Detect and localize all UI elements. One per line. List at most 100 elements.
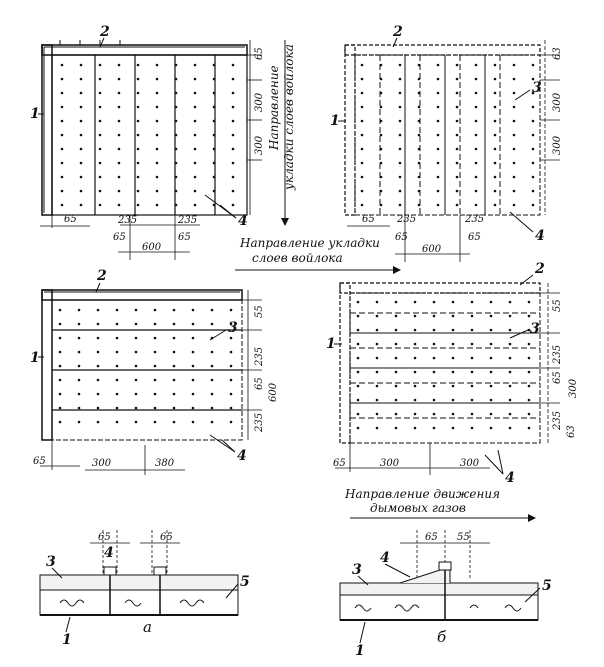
pin-dot bbox=[96, 350, 100, 354]
pin-dot bbox=[117, 105, 121, 109]
pin-dot bbox=[489, 356, 493, 360]
pin-dot bbox=[417, 105, 421, 109]
pin-dot bbox=[451, 398, 455, 402]
pin-dot bbox=[356, 384, 360, 388]
pin-dot bbox=[375, 356, 379, 360]
pin-dot bbox=[512, 77, 516, 81]
pin-dot bbox=[117, 175, 121, 179]
pin-dot bbox=[174, 119, 178, 123]
callout-5: 5 bbox=[542, 578, 552, 594]
pin-dot bbox=[451, 300, 455, 304]
pin-dot bbox=[77, 322, 81, 326]
pin-dot bbox=[455, 161, 459, 165]
pin-dot bbox=[474, 161, 478, 165]
pin-dot bbox=[531, 133, 535, 137]
pin-dot bbox=[60, 105, 64, 109]
pin-dot bbox=[417, 119, 421, 123]
pin-dot bbox=[136, 189, 140, 193]
pin-dot bbox=[451, 384, 455, 388]
pin-dot bbox=[375, 328, 379, 332]
pin-dot bbox=[191, 336, 195, 340]
pin-dot bbox=[493, 203, 497, 207]
pin-dot bbox=[379, 91, 383, 95]
pin-dot bbox=[493, 189, 497, 193]
pin-dot bbox=[117, 77, 121, 81]
pin-dot bbox=[98, 91, 102, 95]
pin-dot bbox=[375, 300, 379, 304]
pin-dot bbox=[155, 147, 159, 151]
pin-dot bbox=[153, 364, 157, 368]
pin-dot bbox=[394, 342, 398, 346]
pin-dot bbox=[98, 147, 102, 151]
pin-dot bbox=[417, 189, 421, 193]
pin-dot bbox=[79, 77, 83, 81]
pin-dot bbox=[527, 342, 531, 346]
pin-dot bbox=[117, 91, 121, 95]
pin-dot bbox=[191, 350, 195, 354]
pin-dot bbox=[470, 398, 474, 402]
pin-dot bbox=[474, 105, 478, 109]
pin-dot bbox=[193, 175, 197, 179]
pin-dot bbox=[360, 105, 364, 109]
pin-dot bbox=[398, 175, 402, 179]
pin-dot bbox=[356, 314, 360, 318]
pin-dot bbox=[229, 364, 233, 368]
pin-dot bbox=[508, 384, 512, 388]
pin-dot bbox=[153, 420, 157, 424]
pin-dot bbox=[58, 406, 62, 410]
pin-dot bbox=[193, 63, 197, 67]
pin-dot bbox=[212, 175, 216, 179]
pin-dot bbox=[172, 392, 176, 396]
pin-dot bbox=[527, 356, 531, 360]
pin-dot bbox=[508, 398, 512, 402]
pin-dot bbox=[155, 91, 159, 95]
pin-dot bbox=[210, 322, 214, 326]
callout-1: 1 bbox=[30, 106, 40, 122]
dim-label: 65 bbox=[160, 532, 173, 543]
pin-dot bbox=[155, 77, 159, 81]
pin-dot bbox=[231, 175, 235, 179]
pin-dot bbox=[455, 147, 459, 151]
pin-dot bbox=[98, 133, 102, 137]
pin-dot bbox=[398, 119, 402, 123]
pin-dot bbox=[451, 370, 455, 374]
dim-label: 235 bbox=[254, 347, 265, 367]
dim-label: 600 bbox=[268, 382, 279, 402]
pin-dot bbox=[531, 203, 535, 207]
pin-dot bbox=[60, 189, 64, 193]
pin-grid bbox=[360, 63, 535, 207]
pin-dot bbox=[455, 91, 459, 95]
gas-direction-caption: дымовых газов bbox=[370, 501, 466, 515]
pin-dot bbox=[117, 203, 121, 207]
pin-dot bbox=[96, 364, 100, 368]
pin-dot bbox=[229, 308, 233, 312]
pin-dot bbox=[512, 203, 516, 207]
pin-dot bbox=[531, 77, 535, 81]
pin-dot bbox=[231, 203, 235, 207]
pin-dot bbox=[470, 356, 474, 360]
pin-dot bbox=[174, 63, 178, 67]
pin-dot bbox=[155, 175, 159, 179]
pin-dot bbox=[210, 308, 214, 312]
pin-dot bbox=[231, 133, 235, 137]
pin-dot bbox=[191, 392, 195, 396]
pin-dot bbox=[174, 105, 178, 109]
gas-direction-caption: Направление движения bbox=[344, 487, 500, 501]
pin-dot bbox=[531, 119, 535, 123]
wall-strip bbox=[41, 289, 53, 441]
pin-dot bbox=[115, 392, 119, 396]
pin-dot bbox=[436, 91, 440, 95]
pin-dot bbox=[375, 398, 379, 402]
dim-label: 63 bbox=[566, 425, 577, 438]
pin-dot bbox=[436, 119, 440, 123]
dim-label: 235 bbox=[177, 215, 197, 226]
pin-dot bbox=[229, 392, 233, 396]
pin-dot bbox=[474, 189, 478, 193]
pin-dot bbox=[58, 308, 62, 312]
pin-dot bbox=[489, 370, 493, 374]
callout-1: 1 bbox=[62, 632, 72, 648]
pin-dot bbox=[508, 328, 512, 332]
pin-dot bbox=[417, 147, 421, 151]
panel-body bbox=[354, 54, 541, 216]
pin-dot bbox=[508, 356, 512, 360]
